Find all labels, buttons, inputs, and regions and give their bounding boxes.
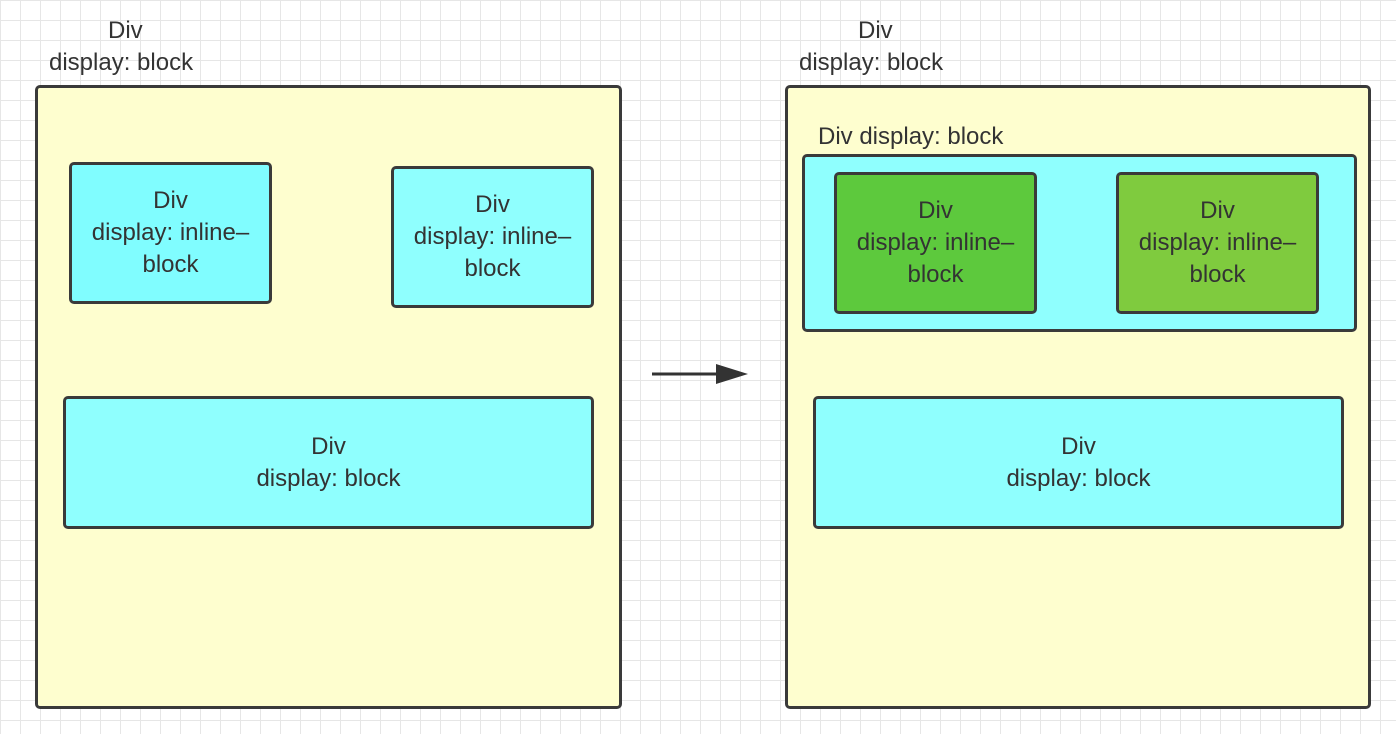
left-inline-box-2: Div display: inline– block — [391, 166, 594, 308]
left-outer-label-display: display: block — [49, 49, 194, 76]
right-inline-box-1: Div display: inline– block — [834, 172, 1037, 314]
left-outer-container: Div display: inline– block Div display: … — [35, 85, 622, 709]
right-wrapper-block: Div display: inline– block Div display: … — [802, 154, 1357, 332]
right-inline-box-2: Div display: inline– block — [1116, 172, 1319, 314]
left-outer-label: Div — [108, 15, 143, 47]
right-wrapper-label: Div display: block — [818, 123, 1004, 150]
right-outer-label-display: display: block — [799, 49, 944, 76]
right-outer-container: Div display: block Div display: inline– … — [785, 85, 1371, 709]
left-block-box: Div display: block — [63, 396, 594, 529]
left-inline-box-1: Div display: inline– block — [69, 162, 272, 304]
left-outer-label-line1: Div — [108, 17, 143, 44]
right-block-box: Div display: block — [813, 396, 1344, 529]
right-outer-label: Div — [858, 17, 893, 44]
